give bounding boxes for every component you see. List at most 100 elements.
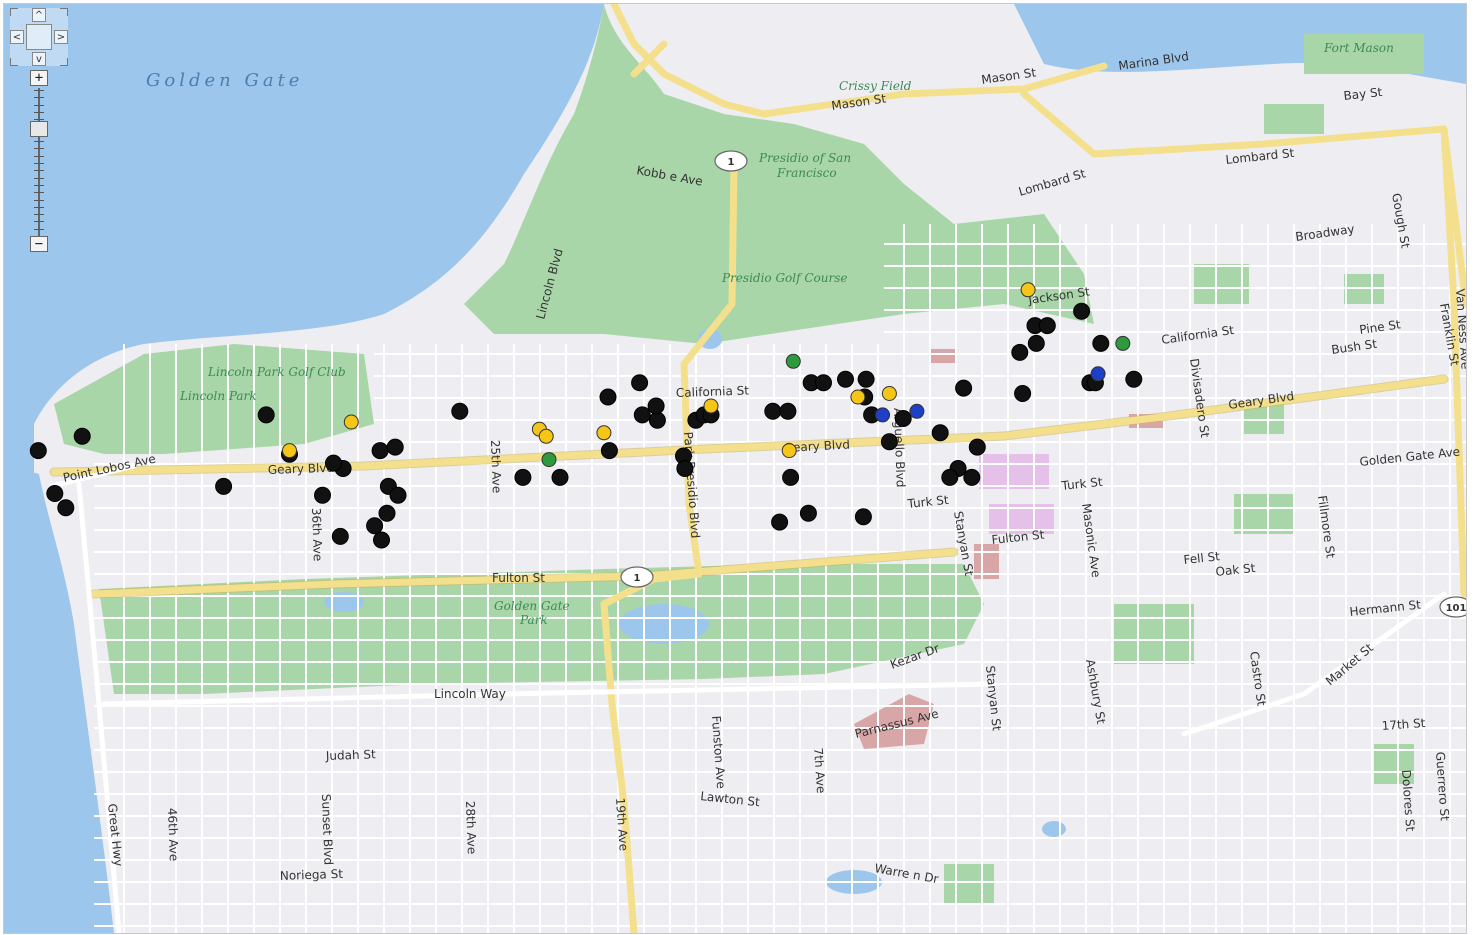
map-marker-black[interactable]	[880, 433, 898, 451]
street-label: Lawton St	[700, 789, 761, 809]
map-marker-black[interactable]	[366, 517, 384, 535]
map-marker-black[interactable]	[514, 468, 532, 486]
map-marker-black[interactable]	[551, 468, 569, 486]
map-marker-black[interactable]	[771, 513, 789, 531]
map-marker-black[interactable]	[968, 438, 986, 456]
highway-101	[1440, 125, 1466, 598]
pan-center-button[interactable]	[26, 24, 52, 50]
map-marker-green[interactable]	[1115, 335, 1131, 351]
pan-down-button[interactable]: v	[32, 52, 46, 66]
street-label: 19th Ave	[613, 797, 631, 851]
map-marker-black[interactable]	[215, 477, 233, 495]
map-marker-black[interactable]	[57, 499, 75, 517]
map-marker-black[interactable]	[764, 402, 782, 420]
map-marker-black[interactable]	[1073, 302, 1091, 320]
street-grid	[94, 224, 1466, 933]
map-marker-black[interactable]	[371, 442, 389, 460]
map-marker-blue[interactable]	[909, 403, 925, 419]
lavender-area	[979, 454, 1049, 489]
map-marker-black[interactable]	[854, 508, 872, 526]
zoom-tick	[34, 90, 44, 91]
street-label: Bay St	[1343, 85, 1383, 103]
map-marker-yellow[interactable]	[1020, 282, 1036, 298]
map-marker-black[interactable]	[73, 427, 91, 445]
map-marker-blue[interactable]	[875, 407, 891, 423]
markers-layer	[29, 282, 1143, 549]
map-marker-black[interactable]	[257, 406, 275, 424]
map-marker-black[interactable]	[314, 486, 331, 504]
map-marker-black[interactable]	[325, 454, 342, 472]
map-marker-blue[interactable]	[1090, 366, 1106, 382]
map-marker-black[interactable]	[941, 468, 959, 486]
map-marker-black[interactable]	[857, 370, 875, 388]
zoom-slider-track[interactable]	[38, 88, 40, 236]
map-marker-black[interactable]	[647, 397, 665, 415]
map-marker-black[interactable]	[1125, 370, 1143, 388]
golden-gate-water	[4, 4, 604, 933]
shield-number: 101	[1446, 603, 1466, 614]
map-marker-yellow[interactable]	[850, 389, 866, 405]
highway-ramp	[630, 40, 668, 78]
street-label: Turk St	[1060, 475, 1104, 493]
map-marker-black[interactable]	[373, 531, 390, 549]
map-marker-black[interactable]	[389, 486, 407, 504]
map-marker-green[interactable]	[785, 353, 801, 369]
pan-left-button[interactable]: <	[10, 30, 24, 44]
map-marker-yellow[interactable]	[703, 398, 719, 414]
map-marker-black[interactable]	[931, 424, 949, 442]
map-marker-black[interactable]	[600, 442, 618, 460]
route-shield: 1	[620, 566, 654, 588]
pan-up-button[interactable]: ^	[32, 8, 46, 22]
map-marker-yellow[interactable]	[781, 443, 797, 459]
street-label: Sunset Blvd	[319, 794, 335, 866]
map-marker-black[interactable]	[1038, 317, 1056, 335]
map-marker-yellow[interactable]	[343, 414, 359, 430]
street-label: 28th Ave	[463, 801, 479, 855]
street-label: 46th Ave	[165, 808, 181, 862]
street-label: Geary Blvd	[783, 438, 850, 455]
map-marker-yellow[interactable]	[596, 425, 612, 441]
map-marker-black[interactable]	[331, 527, 349, 545]
map-marker-black[interactable]	[955, 379, 973, 397]
street-label: Bush St	[1330, 337, 1378, 357]
map-marker-black[interactable]	[837, 370, 854, 388]
map-marker-black[interactable]	[963, 468, 981, 486]
map-marker-black[interactable]	[782, 468, 800, 486]
map-marker-black[interactable]	[1092, 334, 1110, 352]
pan-right-button[interactable]: >	[54, 30, 68, 44]
map-marker-black[interactable]	[1014, 385, 1032, 402]
map-marker-black[interactable]	[631, 374, 649, 392]
map-marker-black[interactable]	[1011, 343, 1029, 361]
map-marker-black[interactable]	[633, 406, 651, 424]
street-label: Fulton St	[991, 527, 1045, 546]
street-label: Great Hwy	[105, 803, 126, 867]
map-marker-black[interactable]	[676, 460, 694, 477]
map-marker-black[interactable]	[1027, 334, 1045, 352]
map-marker-yellow[interactable]	[538, 428, 554, 444]
street-label: Judah St	[325, 747, 377, 763]
map-marker-green[interactable]	[541, 452, 557, 468]
map-marker-black[interactable]	[386, 438, 404, 456]
zoom-in-button[interactable]: +	[30, 70, 48, 86]
pan-corner	[60, 58, 68, 66]
map-marker-black[interactable]	[894, 410, 912, 427]
map-marker-black[interactable]	[799, 504, 817, 522]
map-marker-black[interactable]	[648, 411, 666, 429]
zoom-out-button[interactable]: −	[30, 236, 48, 252]
park-label: Lincoln Park	[179, 389, 257, 403]
zoom-tick	[34, 155, 44, 157]
map-marker-black[interactable]	[29, 442, 47, 460]
park-label: Lincoln Park Golf Club	[207, 365, 346, 379]
map-marker-black[interactable]	[46, 485, 64, 502]
street-label: Oak St	[1215, 561, 1256, 579]
map-marker-black[interactable]	[779, 402, 797, 420]
map-marker-black[interactable]	[599, 388, 617, 406]
zoom-slider-thumb[interactable]	[30, 121, 48, 137]
map-marker-black[interactable]	[815, 374, 832, 392]
map-marker-yellow[interactable]	[282, 443, 297, 459]
map-marker-yellow[interactable]	[881, 386, 897, 401]
map-marker-black[interactable]	[378, 504, 396, 522]
map-marker-black[interactable]	[451, 402, 469, 420]
